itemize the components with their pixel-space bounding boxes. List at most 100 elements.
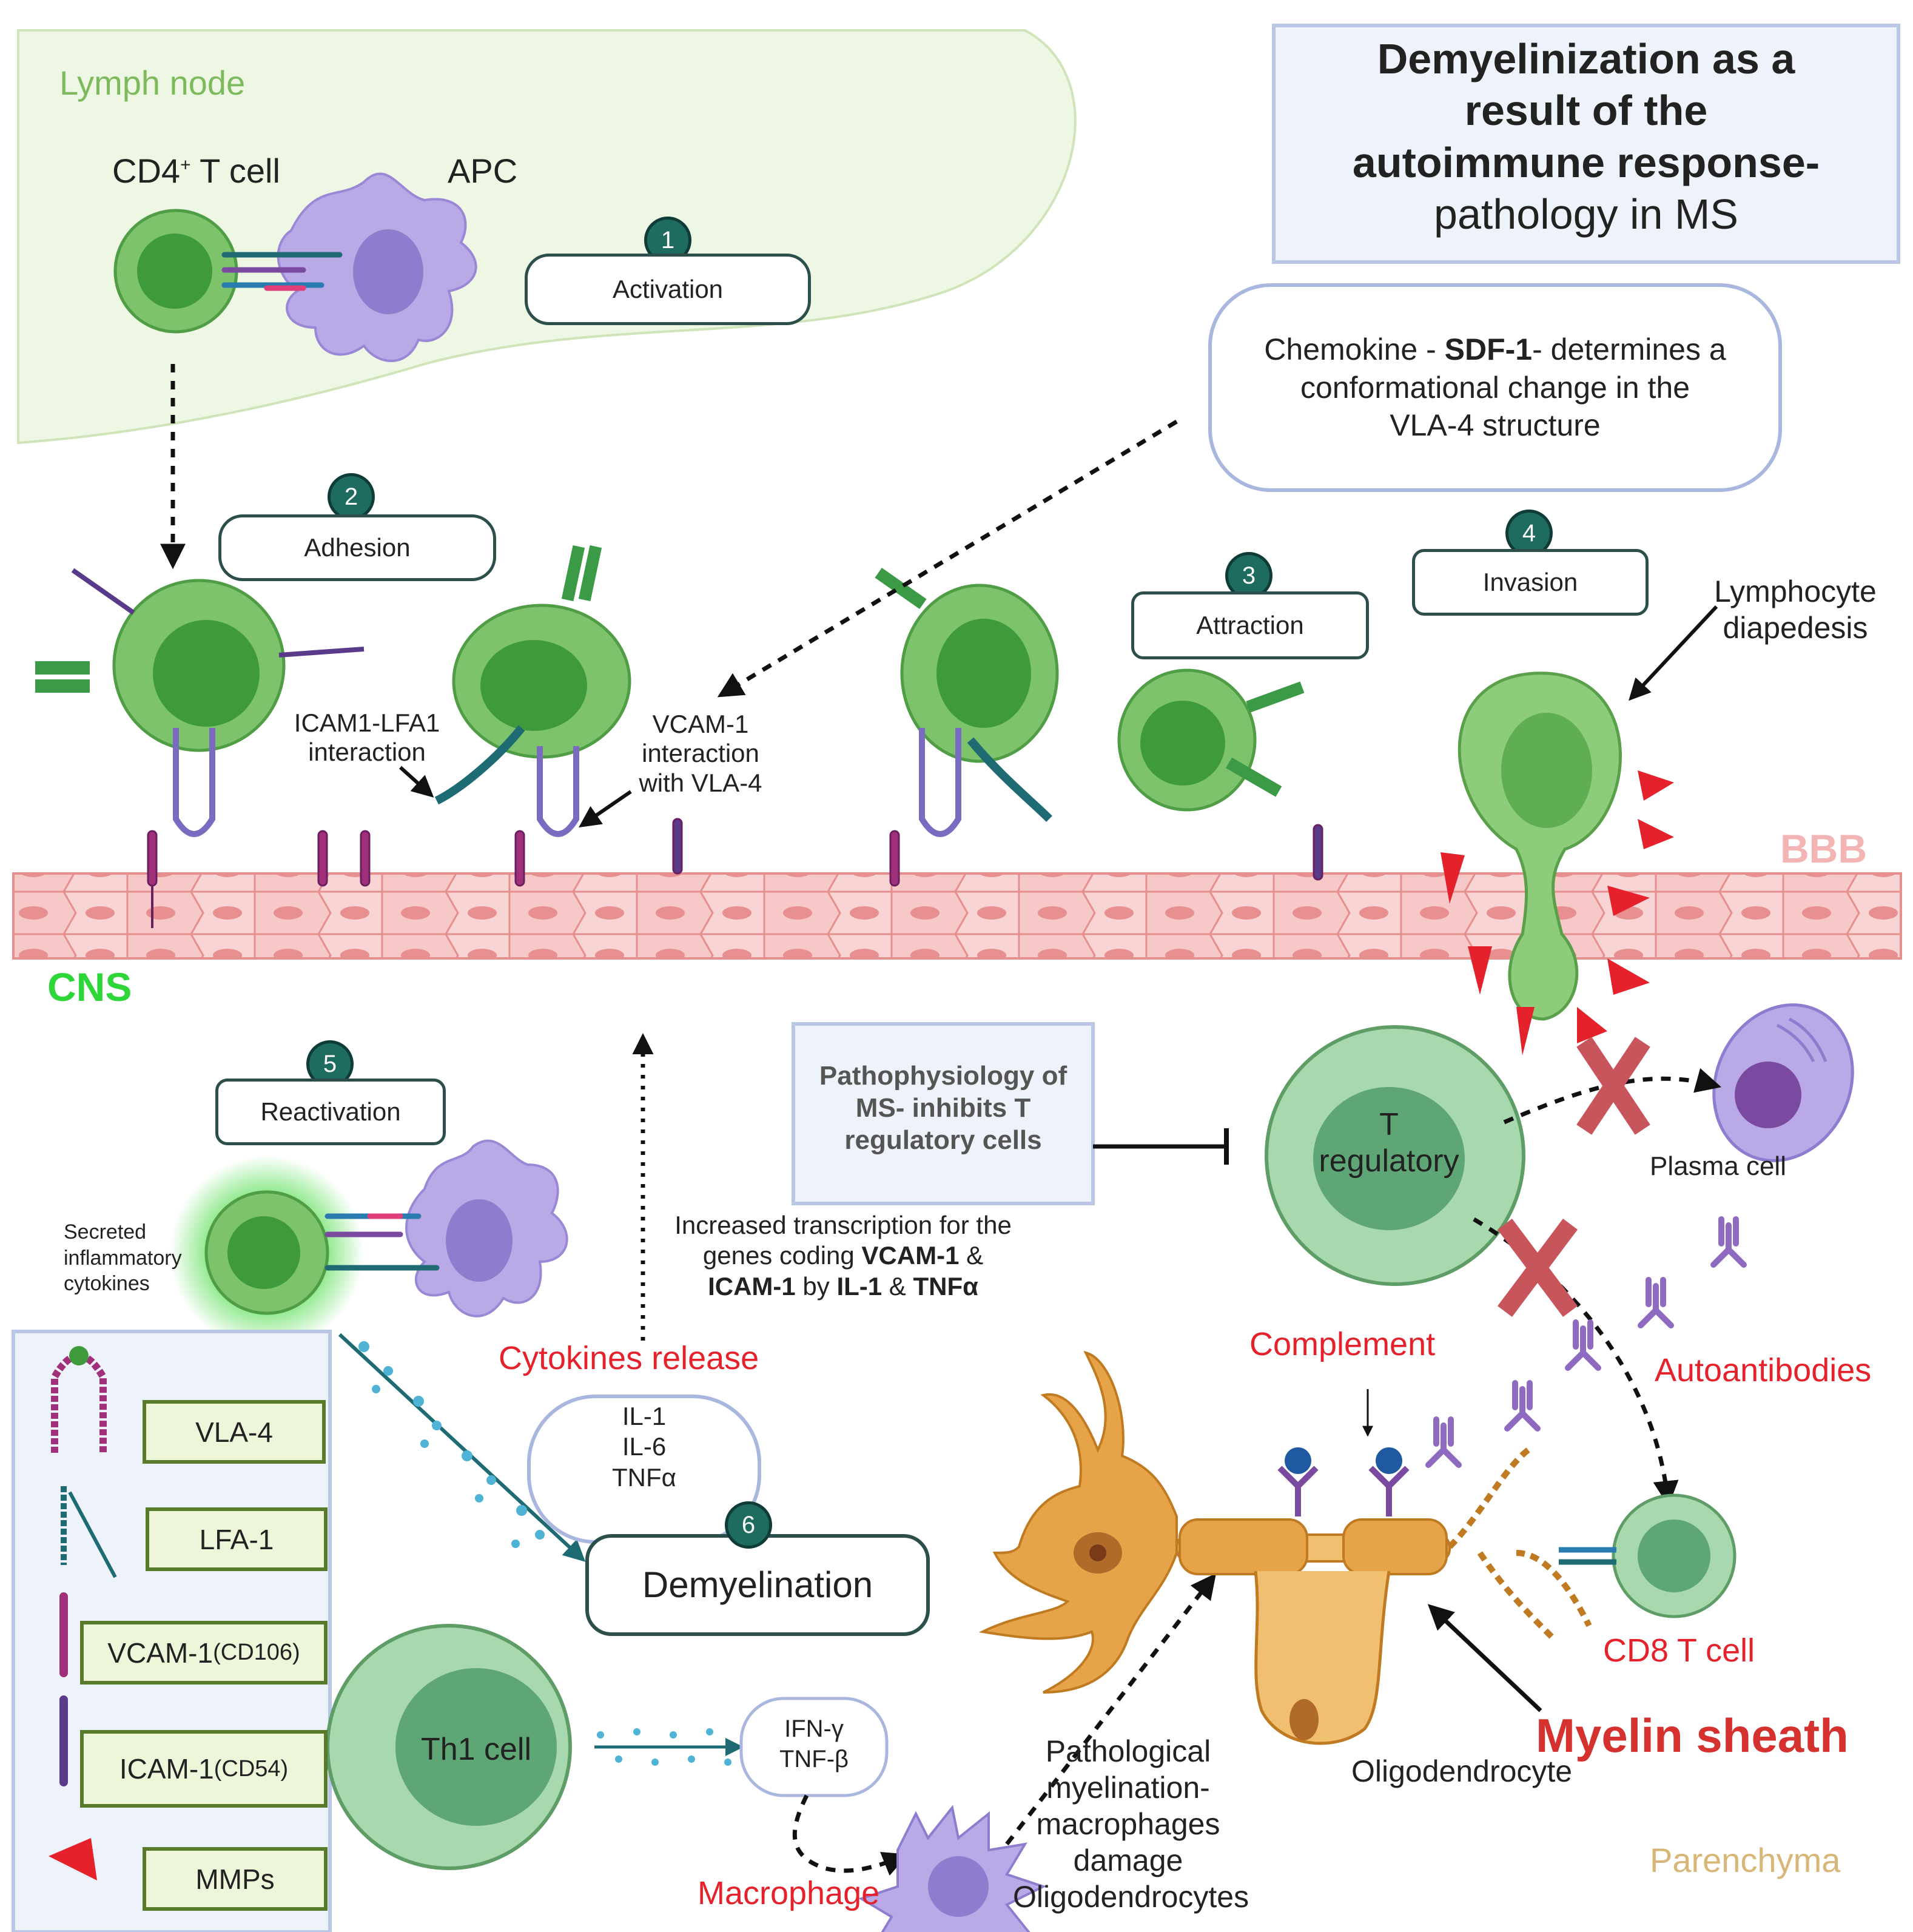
block-x-cd8 bbox=[1498, 1219, 1578, 1317]
legend-vcam1-sub: (CD106) bbox=[213, 1640, 300, 1665]
cd4-t-cell-label: CD4+ T cell bbox=[112, 152, 280, 190]
cytokines-release-label: Cytokines release bbox=[499, 1340, 759, 1376]
transcription-3c: IL-1 bbox=[836, 1271, 883, 1301]
t-cell-attraction bbox=[1117, 668, 1305, 812]
ifn-gamma: IFN-γ bbox=[784, 1715, 844, 1742]
legend-icon-vcam1 bbox=[59, 1592, 68, 1677]
step-5-reactivation-box: Reactivation bbox=[215, 1079, 446, 1145]
transcription-3e: TNFα bbox=[913, 1271, 978, 1301]
icam-lfa-line-1: ICAM1-LFA1 bbox=[294, 709, 440, 737]
t-regulatory-label: T regulatory bbox=[1304, 1107, 1474, 1180]
complement-label: Complement bbox=[1249, 1326, 1436, 1362]
legend-vla4: VLA-4 bbox=[143, 1400, 326, 1464]
transcription-3d: & bbox=[882, 1271, 913, 1301]
cd8-receptors bbox=[1559, 1547, 1616, 1565]
secreted-cytokines-annotation: Secreted inflammatory cytokines bbox=[64, 1219, 182, 1297]
patho-myelin-line-2: myelination- bbox=[1046, 1771, 1210, 1805]
patho-line-2: MS- inhibits T bbox=[855, 1092, 1031, 1123]
secreted-line-1: Secreted bbox=[64, 1220, 147, 1244]
plasma-cell-label: Plasma cell bbox=[1650, 1151, 1786, 1181]
title-line-3: autoimmune response- bbox=[1352, 138, 1820, 186]
icam-lfa-line-2: interaction bbox=[308, 738, 426, 767]
step-3-attraction-box: Attraction bbox=[1131, 591, 1369, 659]
antibodies bbox=[1425, 1216, 1747, 1468]
treg-to-cd8-arrow bbox=[1473, 1217, 1679, 1507]
complement-c1-right bbox=[1376, 1447, 1402, 1474]
t-cell-arrest bbox=[434, 545, 631, 837]
cd8-nucleus bbox=[1638, 1520, 1710, 1592]
step-6-badge: 6 bbox=[725, 1501, 772, 1549]
title-line-1: Demyelinization as a bbox=[1377, 35, 1795, 82]
vcam-line-1: VCAM-1 bbox=[652, 710, 749, 738]
chemokine-line-3: VLA-4 structure bbox=[1390, 408, 1601, 442]
step-4-invasion-box: Invasion bbox=[1412, 549, 1649, 616]
cytokine-il1: IL-1 bbox=[622, 1402, 667, 1430]
legend-lfa1: LFA-1 bbox=[146, 1507, 328, 1571]
complement-complexes bbox=[1277, 1466, 1410, 1516]
patho-myelin-line-4: damage bbox=[1073, 1843, 1183, 1877]
step-2-badge: 2 bbox=[328, 473, 375, 520]
chemokine-bold: SDF-1 bbox=[1444, 332, 1533, 366]
legend-mmps: MMPs bbox=[143, 1847, 328, 1911]
apc-activation bbox=[277, 172, 477, 362]
diapedesis-line-1: Lymphocyte bbox=[1714, 574, 1877, 608]
vcam-line-3: with VLA-4 bbox=[639, 768, 762, 797]
myelin-arrow bbox=[1427, 1604, 1542, 1712]
macrophage-damage-arrow bbox=[1005, 1573, 1217, 1846]
patho-myelin-line-3: macrophages bbox=[1036, 1807, 1220, 1841]
complement-c1-left bbox=[1285, 1447, 1311, 1474]
icam-lfa-annotation: ICAM1-LFA1 interaction bbox=[285, 709, 449, 767]
cd4-text: CD4 bbox=[112, 152, 181, 190]
legend-icam1-label: ICAM-1 bbox=[119, 1753, 214, 1785]
legend-vcam1-label: VCAM-1 bbox=[107, 1637, 213, 1669]
transcription-3b: by bbox=[795, 1271, 837, 1301]
t-regulatory-line-2: regulatory bbox=[1319, 1143, 1459, 1179]
legend-vla4-label: VLA-4 bbox=[195, 1416, 273, 1448]
ifn-list: IFN-γ TNF-β bbox=[741, 1714, 887, 1774]
plasma-cell bbox=[1712, 1003, 1854, 1162]
tcr-complex-reactivation bbox=[324, 1213, 440, 1271]
patho-line-3: regulatory cells bbox=[844, 1125, 1042, 1155]
title-line-2: result of the bbox=[1464, 87, 1708, 135]
patho-myelin-line-1: Pathological bbox=[1045, 1734, 1211, 1768]
patho-line-1: Pathophysiology of bbox=[819, 1061, 1067, 1091]
t-regulatory-line-1: T bbox=[1379, 1107, 1399, 1142]
cytokine-il6: IL-6 bbox=[622, 1432, 667, 1461]
cd4-superscript: + bbox=[180, 155, 191, 175]
lymph-node-label: Lymph node bbox=[59, 64, 246, 102]
cns-label: CNS bbox=[47, 964, 132, 1009]
transcription-annotation: Increased transcription for the genes co… bbox=[655, 1210, 1031, 1302]
icam-lfa-arrow bbox=[398, 766, 434, 798]
oligodendrocyte-label: Oligodendrocyte bbox=[1351, 1754, 1573, 1788]
oligodendrocyte-cell bbox=[1254, 1570, 1391, 1745]
myelin-sheath-label: Myelin sheath bbox=[1536, 1709, 1849, 1762]
bbb-label: BBB bbox=[1780, 826, 1867, 871]
title-line-4: pathology in MS bbox=[1434, 190, 1738, 238]
cd4-t-cell-activation bbox=[113, 209, 238, 334]
legend-icon-mmps bbox=[49, 1838, 97, 1880]
step-6-demyelination-label: Demyelination bbox=[642, 1564, 873, 1605]
transcription-2b: VCAM-1 bbox=[861, 1241, 960, 1270]
mmp-markers bbox=[1441, 770, 1674, 1055]
legend-icon-icam1 bbox=[59, 1695, 68, 1786]
cd4-rest: T cell bbox=[190, 152, 280, 190]
chemokine-post: - determines a bbox=[1532, 332, 1726, 366]
transcription-2a: genes coding bbox=[702, 1241, 862, 1270]
transcription-line-3: ICAM-1 by IL-1 & TNFα bbox=[655, 1271, 1031, 1302]
title-text: Demyelinization as a result of the autoi… bbox=[1274, 33, 1898, 241]
diapedesis-line-2: diapedesis bbox=[1723, 611, 1868, 645]
transcription-3a: ICAM-1 bbox=[708, 1271, 796, 1301]
secreted-line-2: inflammatory bbox=[64, 1246, 182, 1270]
bbb-endothelium bbox=[12, 872, 1902, 960]
cytokine-stream-arrow bbox=[338, 1333, 586, 1562]
chemokine-pre: Chemokine - bbox=[1264, 332, 1445, 366]
patho-myelin-line-5: Oligodendrocytes bbox=[1013, 1880, 1249, 1914]
apc-label: APC bbox=[448, 152, 518, 190]
vcam-vla-arrow bbox=[579, 790, 632, 828]
chemokine-line-2: conformational change in the bbox=[1300, 370, 1690, 405]
vcam-line-2: interaction bbox=[642, 739, 759, 768]
diapedesis-annotation: Lymphocyte diapedesis bbox=[1692, 573, 1898, 646]
legend-icam1: ICAM-1 (CD54) bbox=[80, 1730, 328, 1808]
ifn-box-frame bbox=[739, 1697, 889, 1797]
transcription-2c: & bbox=[959, 1241, 984, 1270]
